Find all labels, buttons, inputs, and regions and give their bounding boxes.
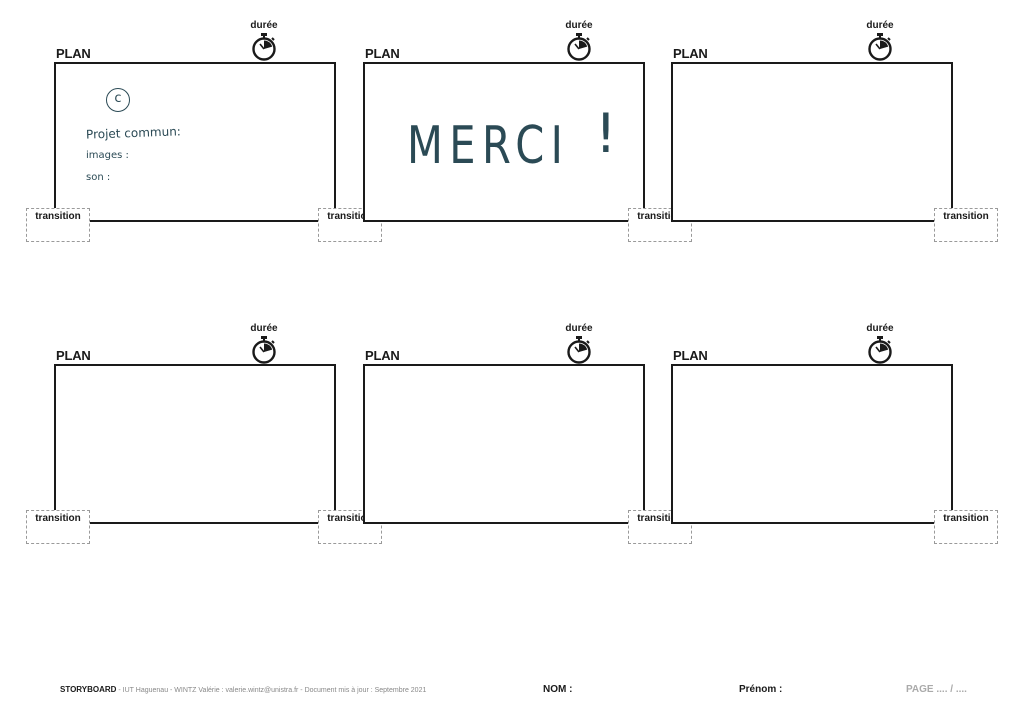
duree-label: durée <box>250 20 278 31</box>
footer-credits: STORYBOARD - IUT Haguenau - WINTZ Valéri… <box>60 685 426 694</box>
footer-storyboard: STORYBOARD <box>60 685 117 694</box>
stopwatch-icon <box>867 336 893 364</box>
plan-frame[interactable] <box>363 364 645 524</box>
stopwatch-icon <box>566 33 592 61</box>
transition-box[interactable]: transition <box>26 510 90 544</box>
handwritten-line: son : <box>86 172 111 183</box>
handwritten-circle: c <box>106 88 130 112</box>
duree-label: durée <box>565 20 593 31</box>
transition-box[interactable]: transition <box>934 208 998 242</box>
handwritten-merci: MERCI <box>407 116 570 176</box>
stopwatch-icon <box>566 336 592 364</box>
stopwatch-icon <box>867 33 893 61</box>
duree-label: durée <box>866 20 894 31</box>
transition-label: transition <box>35 211 81 222</box>
transition-label: transition <box>637 513 683 524</box>
stopwatch-icon <box>251 33 277 61</box>
transition-label: transition <box>327 513 373 524</box>
footer-credit-text: - IUT Haguenau - WINTZ Valérie : valerie… <box>118 687 427 694</box>
duree-label: durée <box>866 323 894 334</box>
stopwatch-icon <box>251 336 277 364</box>
transition-label: transition <box>637 211 683 222</box>
footer-page-label: PAGE .... / .... <box>906 684 967 695</box>
plan-frame[interactable] <box>671 364 953 524</box>
plan-frame[interactable]: c Projet commun: images : son : <box>54 62 336 222</box>
transition-box[interactable]: transition <box>318 208 382 242</box>
footer-prenom-label: Prénom : <box>739 684 783 695</box>
handwritten-exclamation: ! <box>595 102 617 165</box>
transition-label: transition <box>943 513 989 524</box>
transition-box[interactable]: transition <box>934 510 998 544</box>
duree-label: durée <box>250 323 278 334</box>
handwritten-line: images : <box>86 150 129 161</box>
plan-frame[interactable] <box>54 364 336 524</box>
plan-frame[interactable] <box>671 62 953 222</box>
duree-label: durée <box>565 323 593 334</box>
transition-box[interactable]: transition <box>26 208 90 242</box>
transition-label: transition <box>327 211 373 222</box>
transition-label: transition <box>943 211 989 222</box>
footer-nom-label: NOM : <box>543 684 573 695</box>
plan-frame[interactable]: MERCI ! <box>363 62 645 222</box>
handwritten-line: Projet commun: <box>85 124 182 142</box>
transition-label: transition <box>35 513 81 524</box>
